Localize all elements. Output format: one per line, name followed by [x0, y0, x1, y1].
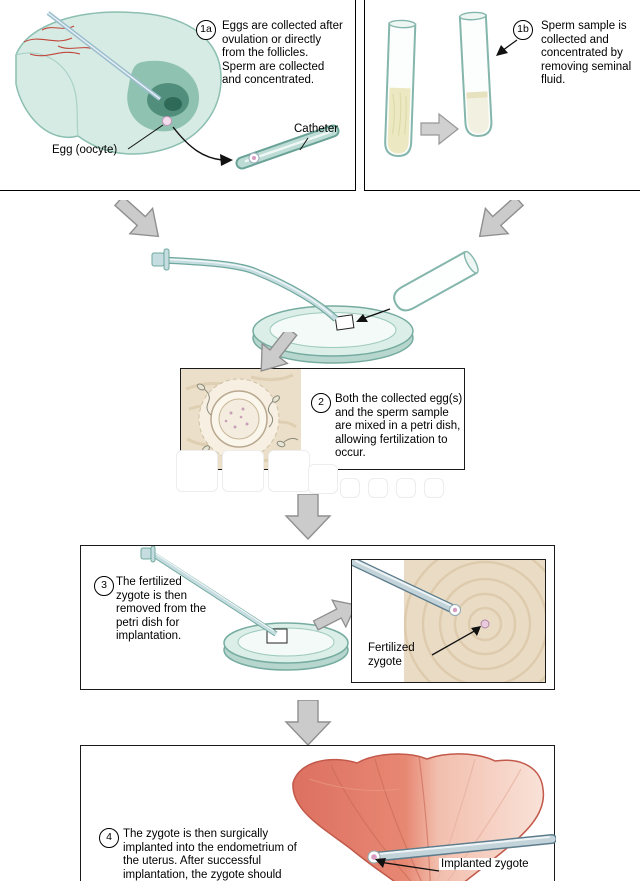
step-4-number: 4 [99, 828, 119, 848]
step-1b-text: Sperm sample is collected and concentrat… [541, 20, 632, 86]
flow-arrow-right-icon [478, 200, 525, 238]
step-2-box: 2 Both the collected egg(s) and the sper… [180, 368, 465, 470]
step-1b-caption: 1b Sperm sample is collected and concent… [513, 20, 639, 88]
step-1a-text: Eggs are collected after ovulation or di… [222, 20, 343, 86]
step-3-text: The fertilized zygote is then removed fr… [116, 576, 207, 642]
flow-arrow-down-icon [284, 494, 332, 540]
test-tubes-illustration [384, 11, 518, 157]
step-4-box: Implanted zygote 4 The zygote is then su… [80, 745, 556, 881]
ovary-illustration [15, 11, 340, 170]
step-2-number: 2 [311, 393, 331, 413]
step-1a-number: 1a [196, 20, 216, 40]
pouring-test-tube [393, 250, 479, 312]
step-4-text: The zygote is then surgically implanted … [123, 828, 297, 881]
flow-arrow-down-icon [284, 700, 332, 746]
catheter-label: Catheter [294, 123, 339, 135]
egg-label: Egg (oocyte) [52, 144, 118, 156]
step-4-caption: 4 The zygote is then surgically implante… [99, 828, 309, 881]
flow-arrow-to-closeup-icon [312, 599, 357, 631]
zygote-closeup-illustration [352, 560, 545, 682]
step-3-caption: 3 The fertilized zygote is then removed … [94, 576, 214, 644]
step-3-box: 3 The fertilized zygote is then removed … [80, 545, 555, 690]
tube-transfer-arrow-icon [420, 112, 459, 146]
flow-arrow-left-icon [113, 200, 160, 238]
step-1b-number: 1b [513, 20, 533, 40]
step-2-text: Both the collected egg(s) and the sperm … [335, 393, 463, 459]
flow-arrow-into-dish-icon [260, 332, 298, 372]
panel-egg-collection: Egg (oocyte) Catheter 1a Eggs are collec… [0, 0, 356, 191]
panel-sperm-sample: 1b Sperm sample is collected and concent… [364, 0, 640, 191]
zygote-retrieval-illustration [140, 546, 357, 671]
step-1a-caption: 1a Eggs are collected after ovulation or… [196, 20, 346, 88]
zygote-closeup-box: Fertilized zygote [351, 559, 546, 683]
step-2-caption: 2 Both the collected egg(s) and the sper… [311, 393, 465, 461]
uterus-illustration [292, 753, 556, 881]
implanted-zygote-label: Implanted zygote [439, 858, 531, 870]
fertilized-zygote-label: Fertilized zygote [368, 642, 415, 668]
step-3-number: 3 [94, 576, 114, 596]
mixing-illustration [151, 248, 479, 364]
